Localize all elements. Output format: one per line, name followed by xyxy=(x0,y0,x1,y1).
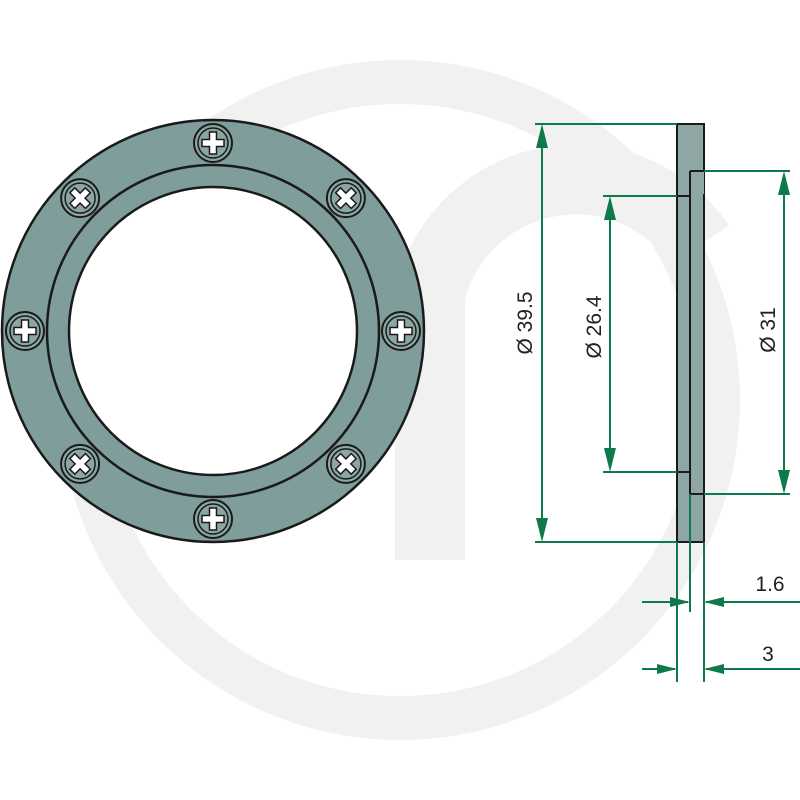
label-outer-diameter: Ø 39.5 xyxy=(514,291,537,354)
label-total-thickness: 3 xyxy=(762,643,774,666)
dim-step-thickness-arrow-right xyxy=(704,597,724,607)
label-step-diameter: Ø 31 xyxy=(757,307,780,353)
dimension-lines xyxy=(535,123,800,682)
dim-inner-arrow-bottom xyxy=(604,448,616,472)
phillips-screw-icon xyxy=(193,499,233,539)
dim-inner-arrow-top xyxy=(604,196,616,220)
dim-step-arrow-top xyxy=(778,171,790,195)
phillips-screw-icon xyxy=(5,311,45,351)
screw-group xyxy=(5,123,421,539)
ring-section-view xyxy=(676,123,705,543)
phillips-screw-icon xyxy=(325,178,366,219)
dim-step-thickness-arrow-left xyxy=(670,597,690,607)
phillips-screw-icon xyxy=(381,311,421,351)
section-step-upper xyxy=(690,171,704,194)
phillips-screw-icon xyxy=(60,178,101,219)
ring-inner-hole xyxy=(67,185,359,477)
phillips-screw-icon xyxy=(325,443,366,484)
dim-step-arrow-bottom xyxy=(778,470,790,494)
phillips-screw-icon xyxy=(60,443,101,484)
dim-total-thickness-arrow-left xyxy=(657,664,677,674)
dim-outer-arrow-top xyxy=(536,124,548,148)
dim-outer-arrow-bottom xyxy=(536,518,548,542)
phillips-screw-icon xyxy=(193,123,233,163)
dimension-labels: Ø 39.5 Ø 26.4 Ø 31 1.6 3 xyxy=(514,291,785,666)
ring-front-view xyxy=(0,118,426,544)
dim-total-thickness-arrow-right xyxy=(704,664,724,674)
label-step-thickness: 1.6 xyxy=(755,573,784,596)
label-inner-diameter: Ø 26.4 xyxy=(583,295,606,358)
